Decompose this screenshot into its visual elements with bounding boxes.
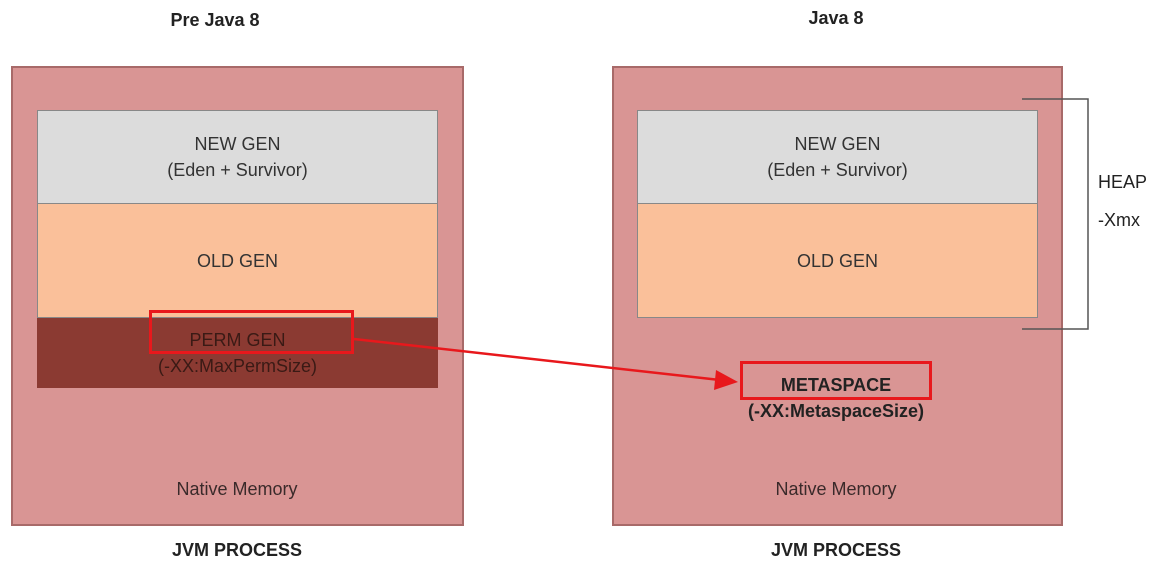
left-new-gen-sublabel: (Eden + Survivor) xyxy=(167,160,308,180)
right-new-gen-label: NEW GEN xyxy=(794,134,881,154)
right-jvm-process-label: JVM PROCESS xyxy=(770,540,902,560)
java8-title: Java 8 xyxy=(808,8,864,28)
perm-gen-label: PERM GEN xyxy=(189,330,286,350)
perm-to-metaspace-arrow xyxy=(353,337,738,390)
left-new-gen-region: NEW GEN (Eden + Survivor) xyxy=(37,110,438,204)
right-old-gen-region: OLD GEN xyxy=(637,204,1038,318)
metaspace-sublabel: (-XX:MetaspaceSize) xyxy=(747,401,925,421)
heap-bracket-line xyxy=(1022,98,1089,330)
perm-gen-highlight-box xyxy=(149,310,354,354)
right-new-gen-region: NEW GEN (Eden + Survivor) xyxy=(637,110,1038,204)
arrow-line xyxy=(353,337,721,382)
arrow-head xyxy=(714,370,738,390)
right-new-gen-sublabel: (Eden + Survivor) xyxy=(767,160,908,180)
left-native-memory-label: Native Memory xyxy=(176,479,298,499)
perm-gen-sublabel: (-XX:MaxPermSize) xyxy=(157,356,318,376)
left-new-gen-label: NEW GEN xyxy=(194,134,281,154)
right-native-memory-label: Native Memory xyxy=(775,479,897,499)
left-old-gen-label: OLD GEN xyxy=(196,250,279,271)
heap-bracket xyxy=(1022,98,1089,330)
metaspace-label: METASPACE xyxy=(780,375,892,395)
left-old-gen-region: OLD GEN xyxy=(37,204,438,318)
heap-flag-label: -Xmx xyxy=(1098,210,1140,230)
right-old-gen-label: OLD GEN xyxy=(796,250,879,271)
heap-label: HEAP xyxy=(1098,172,1148,192)
metaspace-highlight-box xyxy=(740,361,932,400)
metaspace-region: METASPACE (-XX:MetaspaceSize) xyxy=(686,372,986,424)
left-jvm-process-label: JVM PROCESS xyxy=(171,540,303,560)
pre-java8-title: Pre Java 8 xyxy=(170,10,260,30)
